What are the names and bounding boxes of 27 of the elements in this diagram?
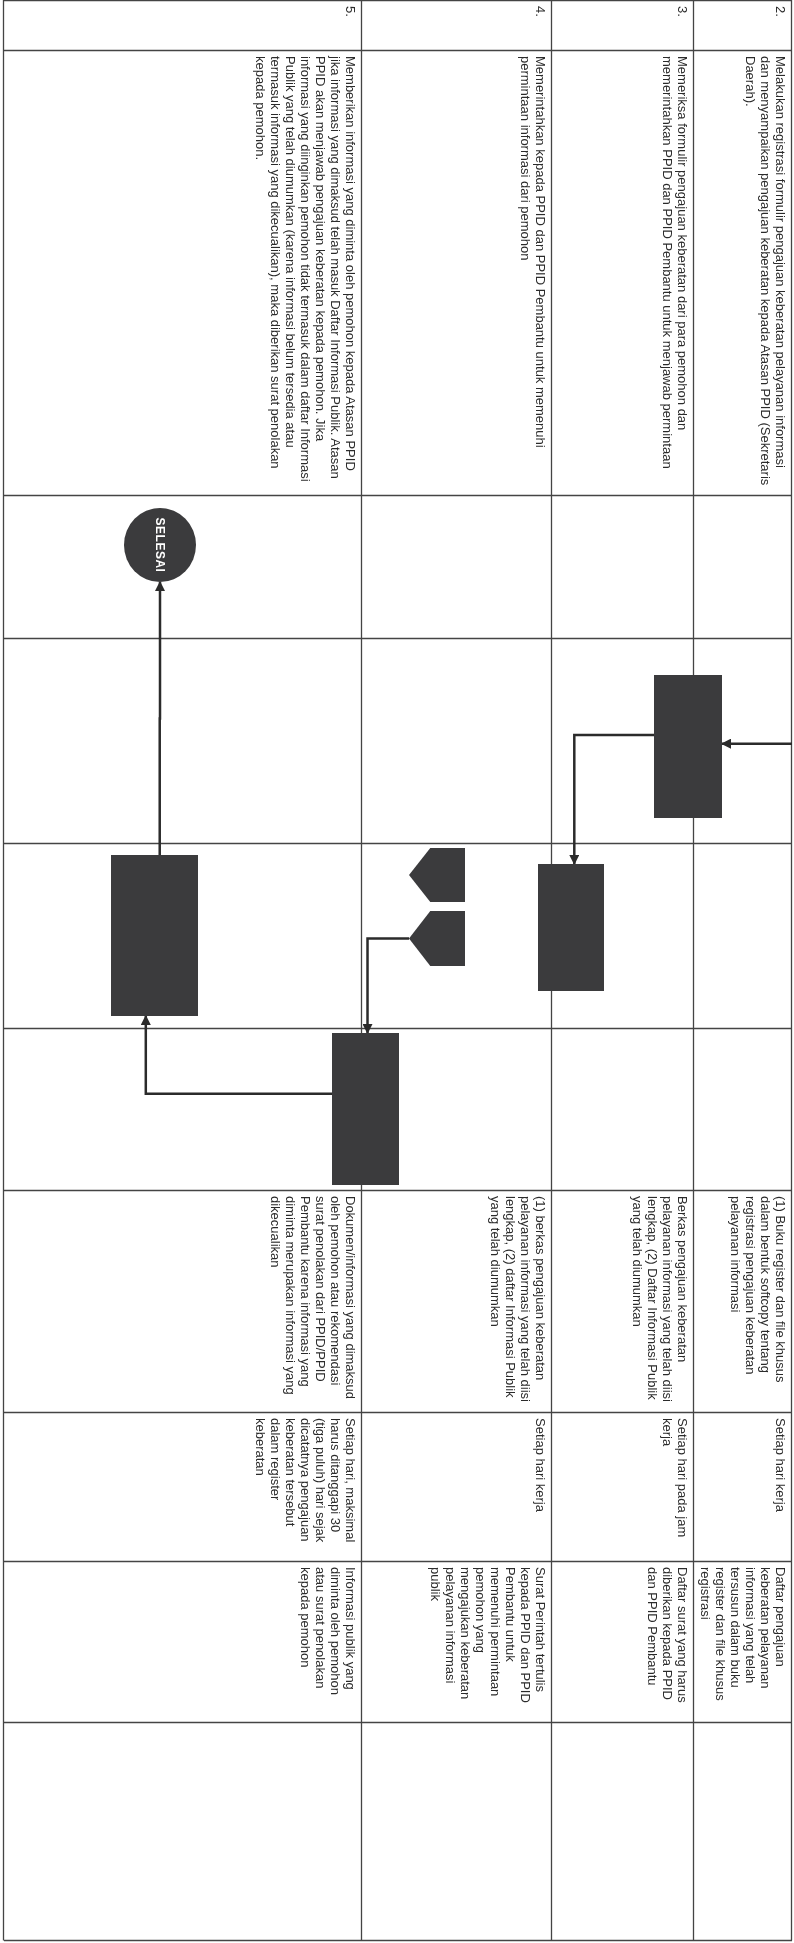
output-text: Daftar surat yang harus diberikan kepada PPID dan PPID Pembantu: [644, 1566, 691, 1705]
row-number: 4.: [532, 5, 549, 19]
time-text: Setiap hari pada jam kerja: [659, 1417, 691, 1540]
output-text: Informasi publik yang diminta oleh pemohon atau surat penolakan kepada pemohon: [297, 1566, 359, 1697]
requirements-text: Dokumen/informasi yang dimaksud oleh pemohon atau rekomendasi surat penolakan dari PPID/PPID Pembantu karena informasi yang diminta merupakan informasi yang dikecualikan: [267, 1195, 359, 1402]
arrow: [569, 733, 654, 865]
process-box: [332, 1033, 399, 1185]
row-number: 2.: [772, 5, 789, 19]
time-text: Setiap hari kerja: [532, 1417, 549, 1514]
output-text: Surat Perintah tertulis kepada PPID dan PPID Pembantu untuk memenuhi permintaan pemohon yang mengajukan keberatan pelayanan informasi publik: [427, 1566, 549, 1705]
process-box: [654, 675, 722, 818]
process-box: [111, 855, 198, 1016]
row-number: 5.: [342, 5, 359, 19]
arrow: [721, 738, 792, 749]
off-page-connector: [409, 911, 465, 966]
row-number: 3.: [674, 5, 691, 19]
end-terminator: SELESAI: [124, 508, 196, 582]
requirements-text: (1) berkas pengajuan keberatan pelayanan informasi yang telah diisi lengkap, (2) daftar Informasi Publik yang telah diumumkan: [487, 1195, 549, 1404]
arrow: [155, 581, 165, 855]
time-text: Setiap hari kerja: [772, 1417, 789, 1514]
arrow: [362, 937, 409, 1034]
arrow: [140, 1015, 332, 1096]
off-page-connector: [409, 848, 465, 902]
process-box: [538, 864, 604, 991]
activity-description: Memberikan informasi yang diminta oleh pemohon kepada Atasan PPID jika informasi yang dimaksud telah masuk Daftar Informasi Publik. Atasan PPID akan menjawab pengajuan keberatan kepada pemohon. Jika informasi yang diinginkan pemohon tidak termasuk dalam daftar Informasi Publik yang telah diumumkan (karena informasi belum tersedia atau termasuk informasi yang dikecualikan), maka diberikan surat penolakan kepada pemohon.: [252, 54, 359, 484]
activity-description: Melakukan registrasi formulir pengajuan keberatan pelayanan informasi dan menyampaikan pengajuan keberatan kepada Atasan PPID (Sekretaris Daerah).: [742, 55, 789, 488]
time-text: Setiap hari, maksimal harus ditanggapi 30 (tiga puluh) hari sejak dicatatnya pengajuan keberatan tersebut dalam register keberatan: [252, 1417, 359, 1545]
